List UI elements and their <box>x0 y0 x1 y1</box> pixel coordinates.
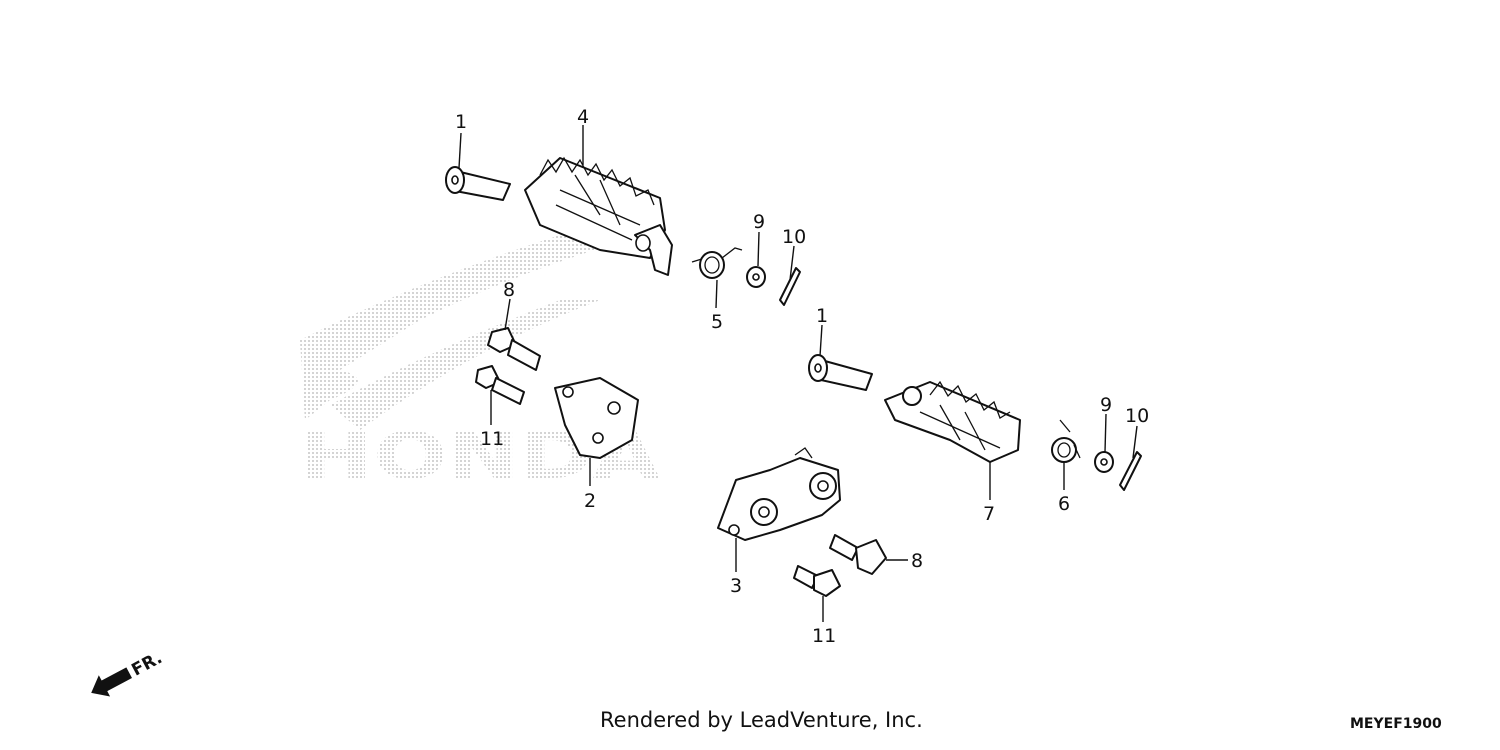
washer-part-9-right <box>1094 451 1114 473</box>
callout-8-left: 8 <box>503 279 515 301</box>
footpeg-left-part <box>524 156 673 276</box>
callout-5: 5 <box>711 311 723 333</box>
cotter-pin-part-10-upper <box>779 267 801 306</box>
cotter-pin-part-10-right <box>1119 451 1142 491</box>
callout-6: 6 <box>1058 493 1070 515</box>
front-arrow-icon <box>91 667 132 697</box>
callout-1-right: 1 <box>816 305 828 327</box>
spring-part-5 <box>691 247 743 279</box>
bolt-part-11-right <box>793 565 841 597</box>
front-direction-marker: FR. <box>91 648 166 697</box>
callout-2: 2 <box>584 490 596 512</box>
callout-8-right: 8 <box>911 550 923 572</box>
bracket-part-2 <box>554 377 639 459</box>
callout-11-left: 11 <box>480 428 504 450</box>
bolt-part-11-left <box>475 365 525 405</box>
diagram-code: MEYEF1900 <box>1350 716 1442 732</box>
bolt-part-8-left <box>487 327 541 371</box>
wing-logo-watermark <box>300 215 660 430</box>
callout-7: 7 <box>983 503 995 525</box>
pin-part-upper-right <box>808 354 873 391</box>
bracket-part-3 <box>717 447 841 541</box>
callout-10-upper: 10 <box>782 226 806 248</box>
callout-11-right: 11 <box>812 625 836 647</box>
callout-1-upper: 1 <box>455 111 467 133</box>
callout-3: 3 <box>730 575 742 597</box>
bolt-part-8-right <box>829 534 887 575</box>
leader-lines <box>458 125 1138 622</box>
washer-part-9-upper <box>746 266 766 288</box>
spring-part-6 <box>1051 419 1081 463</box>
callout-9-upper: 9 <box>753 211 765 233</box>
front-label: FR. <box>128 648 165 680</box>
callout-4: 4 <box>577 106 589 128</box>
footer-credit: Rendered by LeadVenture, Inc. <box>600 708 923 732</box>
callout-9-right: 9 <box>1100 394 1112 416</box>
pin-part-upper <box>445 166 511 201</box>
footpeg-right-part <box>884 380 1021 463</box>
callout-10-right: 10 <box>1125 405 1149 427</box>
